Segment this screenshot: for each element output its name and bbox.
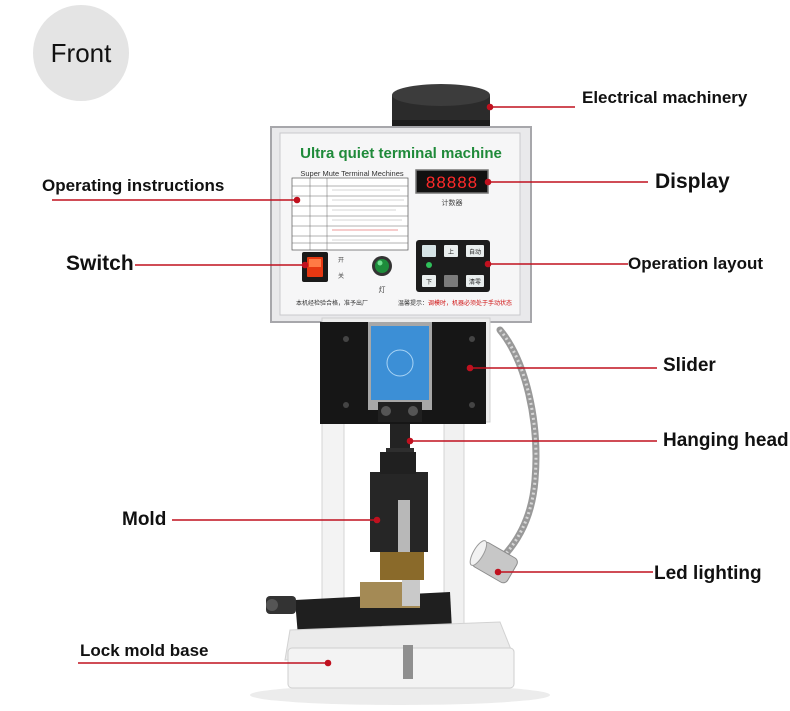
warning-red: 调模时，机器必须处于手动状态: [428, 299, 512, 307]
display-digits: 88888: [426, 173, 478, 192]
leader-lines: [52, 103, 657, 667]
power-switch: [302, 252, 328, 282]
panel-title: Ultra quiet terminal machine: [300, 145, 502, 162]
label-mold: Mold: [122, 509, 167, 530]
crimp-mold: [370, 452, 428, 580]
switch-on-label: 开: [338, 257, 344, 264]
label-lock-mold-base: Lock mold base: [80, 641, 209, 660]
electrical-motor: [392, 84, 490, 133]
lamp-caption: 灯: [379, 285, 386, 294]
panel-subtitle: Super Mute Terminal Mechines: [300, 169, 403, 178]
instruction-table: [291, 177, 409, 251]
base-plate: [284, 621, 515, 689]
key-clear-label: 清零: [469, 278, 481, 286]
label-electrical-machinery: Electrical machinery: [582, 88, 748, 107]
key-down-label: 下: [426, 279, 432, 286]
label-slider: Slider: [663, 355, 716, 376]
key-auto-label: 自动: [469, 248, 481, 256]
label-operating-instructions: Operating instructions: [42, 176, 225, 195]
panel-footer-warning: 温馨提示：调模时，机器必须处于手动状态: [398, 299, 512, 307]
view-badge: Front: [33, 5, 129, 101]
lamp-button: [372, 256, 392, 276]
label-operation-layout: Operation layout: [628, 254, 764, 273]
switch-off-label: 关: [338, 272, 344, 280]
label-hanging-head: Hanging head: [663, 430, 789, 451]
label-switch: Switch: [66, 252, 134, 275]
warning-prefix: 温馨提示：: [398, 299, 428, 307]
key-up-label: 上: [448, 248, 454, 256]
label-display: Display: [655, 170, 730, 193]
floor-shadow: [250, 685, 550, 705]
slider-block: [320, 322, 486, 424]
operation-keypad: [416, 240, 490, 292]
panel-footer-left: 本机经检验合格，准予出厂: [296, 299, 368, 307]
view-badge-label: Front: [50, 37, 112, 68]
display-caption: 计数器: [442, 198, 463, 207]
label-led-lighting: Led lighting: [654, 563, 762, 584]
